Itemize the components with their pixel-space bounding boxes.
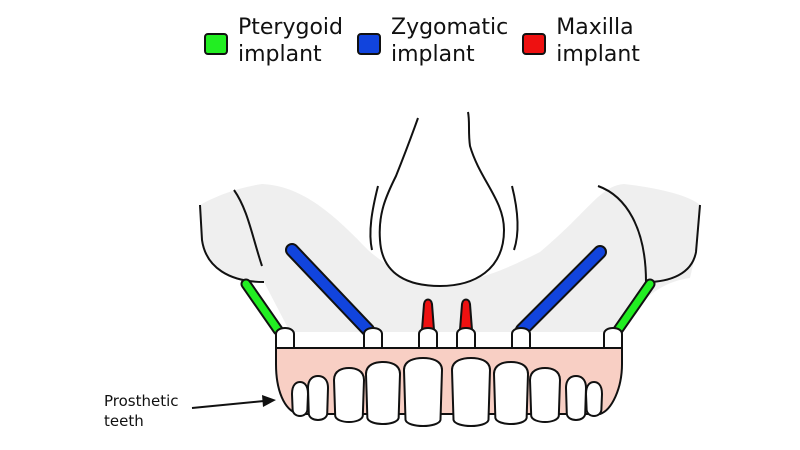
tooth-1 [290, 380, 310, 417]
callout-arrow-head [262, 395, 276, 407]
abutment-3 [418, 327, 438, 349]
implants [240, 243, 656, 337]
maxilla-implant-right [458, 298, 474, 331]
legend-label-pterygoid: Pterygoid implant [238, 15, 343, 67]
tooth-6 [450, 356, 492, 427]
abutment-1 [275, 327, 295, 349]
tooth-5 [402, 356, 444, 427]
bone-left-inner [233, 189, 263, 267]
legend-swatch-zygomatic [357, 33, 381, 55]
abutment-2 [363, 327, 383, 349]
abutment-5 [511, 327, 531, 349]
abutments [275, 327, 623, 349]
bone-right-inner [597, 185, 647, 283]
bone-fill [200, 184, 700, 332]
prosthetic-teeth-label: Prosthetic teeth [104, 392, 179, 430]
zygomatic-implant-right-fill [517, 247, 605, 335]
tooth-4 [364, 360, 402, 425]
legend-swatch-pterygoid [204, 33, 228, 55]
legend-swatch-maxilla [522, 33, 547, 55]
tooth-8 [528, 366, 562, 423]
tooth-2 [306, 374, 330, 421]
legend-item-maxilla: Maxilla implant [522, 14, 640, 68]
pterygoid-implant-right-fill [614, 280, 654, 334]
pterygoid-implant-left-fill [242, 280, 282, 334]
tooth-9 [564, 374, 588, 421]
legend-item-pterygoid: Pterygoid implant [204, 14, 343, 68]
zygomatic-implant-left-fill [287, 245, 373, 335]
nasal-septum [378, 111, 506, 288]
tooth-7 [492, 360, 530, 425]
legend: Pterygoid implant Zygomatic implant Maxi… [204, 14, 654, 68]
legend-item-zygomatic: Zygomatic implant [357, 14, 508, 68]
bone-right-ridge [511, 185, 519, 251]
bone-left-outline [199, 204, 265, 283]
callout-arrow-line [191, 400, 265, 409]
legend-label-zygomatic: Zygomatic implant [391, 15, 509, 67]
callout-arrow [191, 395, 276, 409]
abutment-6 [603, 327, 623, 349]
abutment-4 [456, 327, 476, 349]
maxilla-bone [199, 111, 701, 332]
tooth-3 [332, 366, 366, 423]
prosthetic-teeth [290, 356, 604, 427]
bone-left-ridge [369, 185, 379, 251]
tooth-10 [584, 380, 604, 417]
maxilla-implant-left [420, 298, 436, 331]
legend-label-maxilla: Maxilla implant [556, 15, 640, 67]
